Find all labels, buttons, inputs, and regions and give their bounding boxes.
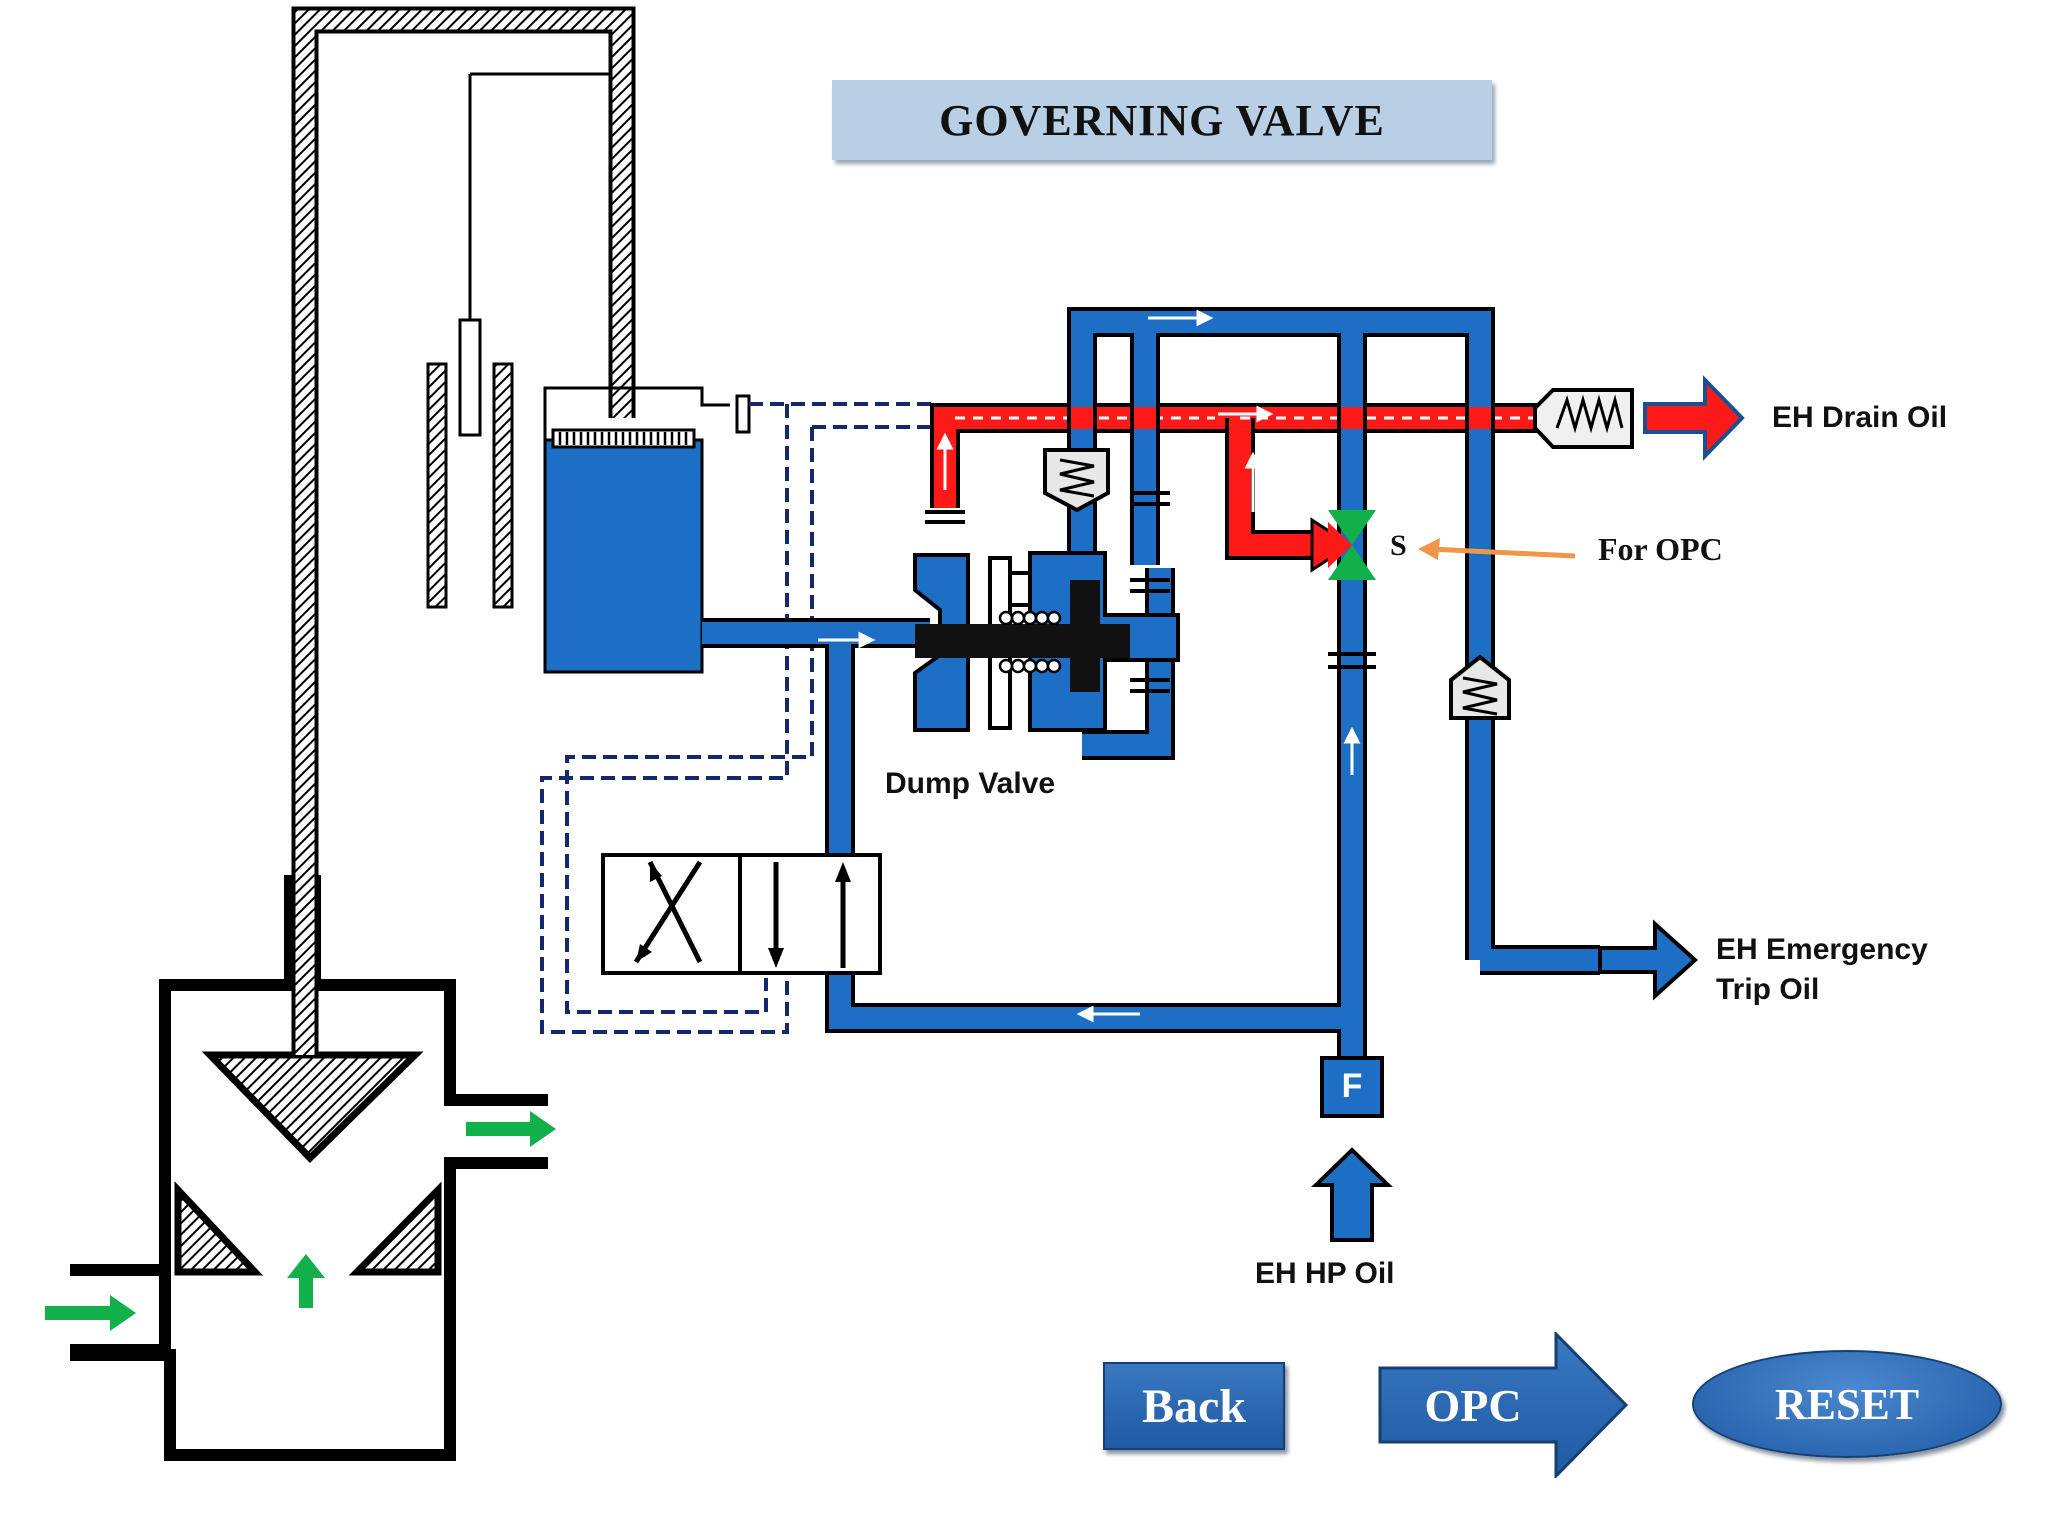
filter-label: F	[1341, 1067, 1363, 1105]
spring-valve-upper	[1043, 448, 1110, 513]
oil-flow-arrows	[818, 309, 1361, 1023]
pilot-lines-dashed	[540, 402, 935, 1034]
eh-oil-lines	[702, 307, 1600, 1240]
valve-stem-frame	[291, 6, 636, 1055]
check-valve-drain	[1533, 388, 1634, 449]
outlet-arrow-icon	[466, 1111, 556, 1147]
opc-arrow-shape	[1378, 1332, 1629, 1478]
for-opc-label: For OPC	[1598, 531, 1723, 567]
valve-seat-right	[348, 1181, 442, 1276]
back-button[interactable]: Back	[1103, 1362, 1285, 1450]
steam-flow-arrows	[45, 1111, 556, 1331]
opc-solenoid-valve	[1328, 510, 1376, 580]
drain-overlay	[1071, 407, 1491, 429]
opc-button[interactable]: OPC	[1378, 1332, 1630, 1478]
drain-flow-arrows	[936, 405, 1274, 512]
for-opc-pointer	[1418, 538, 1576, 560]
valve-plug	[201, 1051, 424, 1163]
spring-icon	[1555, 394, 1624, 434]
orifices	[925, 491, 1376, 693]
dump-valve-label: Dump Valve	[885, 767, 1056, 800]
page-title: GOVERNING VALVE	[832, 80, 1492, 160]
dump-valve-spring	[998, 610, 1062, 674]
valve-seat-left	[174, 1181, 264, 1276]
spring-valve-trip	[1449, 654, 1511, 720]
dump-valve	[913, 551, 1180, 732]
trip-oil-outlet-arrow-icon	[1598, 919, 1698, 1001]
actuator-cylinder	[543, 386, 751, 674]
cylinder-port-plug	[735, 394, 751, 434]
filter-box	[1320, 1056, 1384, 1118]
lvdt-coil-left	[426, 362, 448, 609]
inlet-arrow-icon	[45, 1295, 136, 1331]
trip-oil-label: Trip Oil	[1716, 973, 1820, 1006]
up-arrow-icon	[287, 1254, 325, 1308]
eh-hp-oil-label: EH HP Oil	[1255, 1257, 1395, 1290]
drain-outlet-arrow-icon	[1643, 375, 1745, 461]
reset-button[interactable]: RESET	[1692, 1350, 2002, 1458]
servo-directional-valve	[601, 853, 882, 975]
eh-emergency-label: EH Emergency	[1716, 933, 1928, 966]
hp-oil-inlet-arrow-icon	[1311, 1147, 1393, 1242]
lvdt-core	[458, 318, 482, 437]
opc-button-label: OPC	[1424, 1379, 1522, 1431]
lvdt-coil-right	[492, 362, 514, 609]
eh-drain-oil-label: EH Drain Oil	[1772, 401, 1948, 434]
solenoid-s-label: S	[1390, 529, 1407, 562]
